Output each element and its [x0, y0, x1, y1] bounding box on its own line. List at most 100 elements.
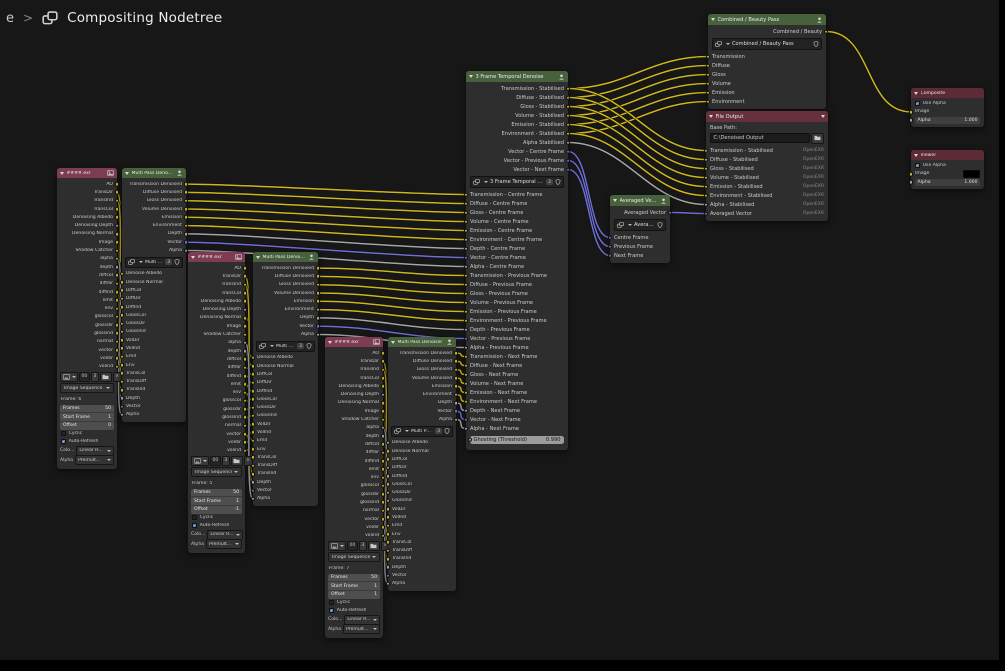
- alpha-select[interactable]: Premult...: [206, 539, 242, 549]
- socket-image[interactable]: [705, 81, 711, 86]
- socket-image[interactable]: [114, 248, 120, 253]
- socket-value[interactable]: [250, 496, 256, 502]
- socket-image[interactable]: [380, 359, 386, 364]
- socket-value[interactable]: [183, 231, 189, 237]
- socket-image[interactable]: [119, 321, 125, 326]
- browse-image-button[interactable]: [328, 541, 346, 551]
- colo-select[interactable]: Linear R...: [207, 529, 243, 540]
- socket-image[interactable]: [453, 384, 459, 389]
- open-image-button[interactable]: [230, 456, 243, 466]
- socket-value[interactable]: [565, 140, 571, 145]
- socket-image[interactable]: [242, 423, 248, 429]
- open-image-button[interactable]: [367, 541, 380, 551]
- socket-image[interactable]: [453, 375, 459, 381]
- socket-value[interactable]: [385, 564, 391, 570]
- socket-value[interactable]: [380, 392, 386, 397]
- socket-image[interactable]: [119, 288, 125, 293]
- socket-image[interactable]: [250, 421, 256, 427]
- temporal-denoise-node-header[interactable]: 3 Frame Temporal Denoise: [466, 71, 568, 82]
- socket-vector[interactable]: [565, 149, 571, 154]
- socket-image[interactable]: [250, 455, 256, 460]
- socket-image[interactable]: [908, 171, 914, 177]
- socket-image[interactable]: [703, 166, 709, 171]
- socket-vector[interactable]: [463, 255, 469, 260]
- auto-refresh-checkbox[interactable]: Auto-Refresh: [188, 521, 245, 529]
- image-source-select[interactable]: Image Sequence: [191, 466, 242, 478]
- socket-image[interactable]: [242, 415, 248, 420]
- socket-value[interactable]: [453, 417, 459, 422]
- socket-image[interactable]: [119, 313, 125, 318]
- socket-image[interactable]: [183, 223, 189, 228]
- socket-image[interactable]: [703, 175, 709, 180]
- socket-image[interactable]: [119, 387, 125, 393]
- use-alpha-checkbox[interactable]: Use Alpha: [911, 100, 984, 108]
- nodegroup-selector[interactable]: Multi Pass Denoiser3: [391, 425, 453, 437]
- socket-image[interactable]: [250, 438, 256, 444]
- offset-field[interactable]: Offset-1: [191, 506, 242, 514]
- cyclic-checkbox[interactable]: Cyclic: [57, 430, 117, 438]
- socket-image[interactable]: [242, 406, 248, 412]
- socket-image[interactable]: [315, 265, 321, 271]
- socket-image[interactable]: [705, 99, 711, 104]
- socket-value[interactable]: [380, 425, 386, 431]
- socket-image[interactable]: [380, 408, 386, 414]
- socket-value[interactable]: [908, 179, 914, 185]
- socket-image[interactable]: [463, 300, 469, 305]
- socket-image[interactable]: [119, 279, 125, 285]
- socket-image[interactable]: [119, 346, 125, 351]
- socket-image[interactable]: [385, 473, 391, 479]
- socket-image[interactable]: [315, 274, 321, 279]
- image-node-1-header[interactable]: ####.exr: [57, 168, 117, 178]
- composite-node-header[interactable]: Composite: [911, 88, 984, 98]
- socket-image[interactable]: [114, 239, 120, 245]
- socket-value[interactable]: [453, 400, 459, 406]
- alpha-select[interactable]: Premult...: [75, 455, 114, 465]
- socket-value[interactable]: [467, 437, 473, 443]
- socket-image[interactable]: [242, 282, 248, 288]
- browse-image-button[interactable]: [60, 372, 78, 382]
- socket-image[interactable]: [705, 54, 711, 59]
- socket-image[interactable]: [463, 390, 469, 395]
- socket-value[interactable]: [242, 340, 248, 346]
- socket-image[interactable]: [114, 198, 120, 204]
- socket-value[interactable]: [315, 332, 321, 337]
- socket-image[interactable]: [242, 299, 248, 304]
- socket-image[interactable]: [250, 413, 256, 419]
- socket-image[interactable]: [565, 131, 571, 136]
- socket-image[interactable]: [119, 362, 125, 368]
- socket-image[interactable]: [119, 304, 125, 310]
- socket-value[interactable]: [114, 256, 120, 262]
- socket-image[interactable]: [463, 399, 469, 404]
- socket-image[interactable]: [385, 531, 391, 537]
- ghosting-threshold-slider[interactable]: Ghosting (Threshold)0.990: [467, 435, 564, 444]
- socket-image[interactable]: [703, 157, 709, 162]
- image-name-field[interactable]: 00: [210, 456, 221, 466]
- socket-image[interactable]: [385, 515, 391, 520]
- socket-image[interactable]: [315, 290, 321, 296]
- socket-image[interactable]: [119, 296, 125, 301]
- socket-image[interactable]: [250, 363, 256, 369]
- socket-image[interactable]: [385, 440, 391, 446]
- socket-vector[interactable]: [183, 239, 189, 245]
- socket-image[interactable]: [242, 274, 248, 279]
- socket-image[interactable]: [114, 181, 120, 187]
- image-source-select[interactable]: Image Sequence: [328, 551, 380, 563]
- socket-image[interactable]: [453, 367, 459, 373]
- socket-image[interactable]: [114, 190, 120, 195]
- socket-image[interactable]: [183, 215, 189, 220]
- socket-image[interactable]: [705, 90, 711, 95]
- socket-image[interactable]: [183, 198, 189, 204]
- socket-image[interactable]: [385, 457, 391, 462]
- socket-vector[interactable]: [607, 244, 613, 249]
- socket-image[interactable]: [463, 228, 469, 233]
- socket-image[interactable]: [250, 446, 256, 452]
- viewer-node-header[interactable]: Viewer: [911, 150, 984, 160]
- nodegroup-selector[interactable]: Multi Pass Denoiser3: [125, 256, 183, 268]
- nodegroup-selector[interactable]: Combined / Beauty Pass: [712, 38, 822, 50]
- colo-select[interactable]: Linear R...: [344, 614, 380, 625]
